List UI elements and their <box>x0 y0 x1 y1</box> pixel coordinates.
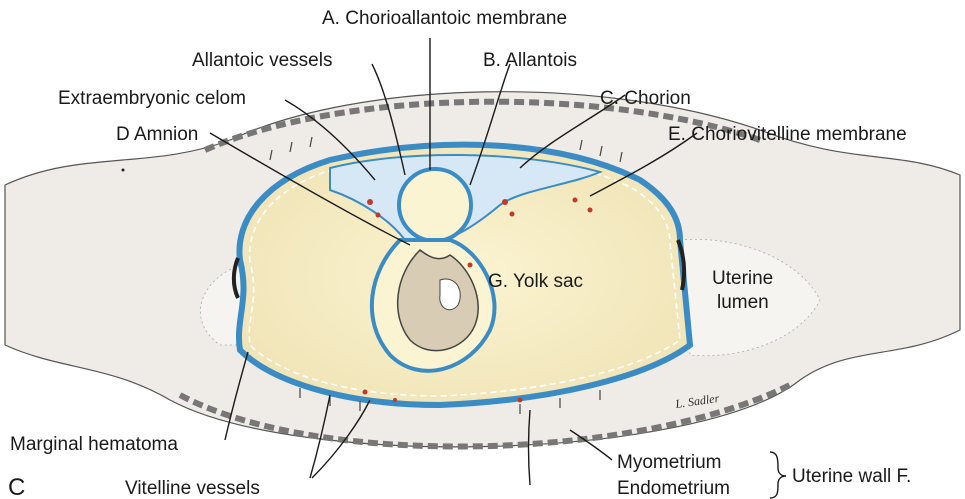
allantois <box>399 169 471 241</box>
uterine-wall-brace <box>770 452 786 498</box>
label-extraembryonic-celom: Extraembryonic celom <box>58 88 246 109</box>
label-uterine-lumen-2: lumen <box>717 292 769 313</box>
label-yolk-sac: G. Yolk sac <box>488 271 583 292</box>
label-allantois: B. Allantois <box>483 50 577 71</box>
label-choriovitelline: E. Choriovitelline membrane <box>668 124 907 145</box>
label-chorioallantoic: A. Chorioallantoic membrane <box>322 8 567 29</box>
label-amnion: D Amnion <box>116 124 198 145</box>
label-myometrium: Myometrium <box>617 452 722 473</box>
label-chorion: C. Chorion <box>600 88 691 109</box>
panel-letter: C <box>8 474 25 499</box>
dot-marker <box>122 169 125 172</box>
label-marginal-hematoma: Marginal hematoma <box>10 434 178 455</box>
label-uterine-lumen-1: Uterine <box>712 268 773 289</box>
label-endometrium: Endometrium <box>617 478 730 499</box>
label-uterine-wall: Uterine wall F. <box>792 466 911 487</box>
leader-endometrium <box>529 410 531 485</box>
label-allantoic-vessels: Allantoic vessels <box>192 50 332 71</box>
label-vitelline-vessels: Vitelline vessels <box>125 478 260 499</box>
